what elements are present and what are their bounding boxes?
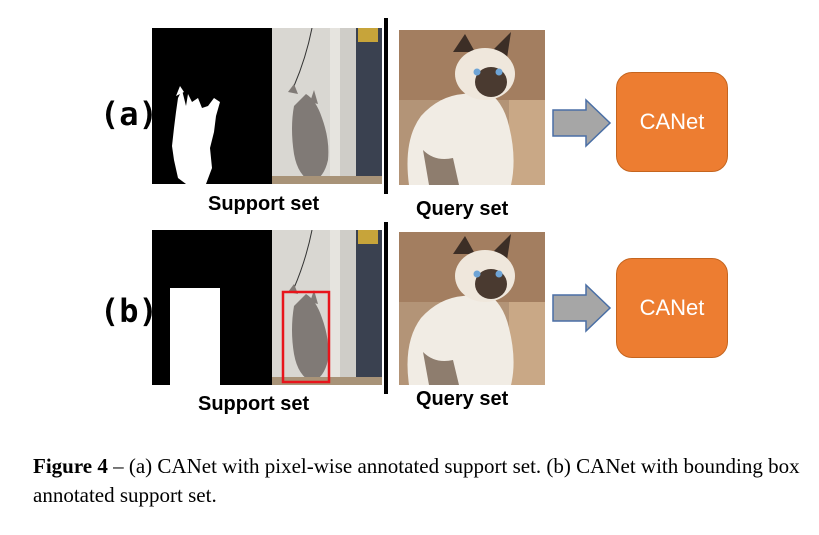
column-divider <box>384 18 388 194</box>
siamese-cat-photo <box>399 232 545 385</box>
query-set-label: Query set <box>416 198 509 220</box>
caption-text: – (a) CANet with pixel-wise annotated su… <box>33 454 800 507</box>
query-set-label: Query set <box>416 388 509 410</box>
climbing-cat-photo <box>272 230 382 385</box>
bbox-mask-region <box>170 288 220 385</box>
arrow-right-icon <box>552 98 612 148</box>
canet-box: CANet <box>616 258 728 358</box>
figure-number: Figure 4 <box>33 454 108 478</box>
row-label-b: (b) <box>100 292 158 330</box>
query-photo <box>399 30 545 185</box>
support-set-label: Support set <box>208 193 320 215</box>
column-divider <box>384 222 388 394</box>
canet-box: CANet <box>616 72 728 172</box>
cat-silhouette-mask <box>172 86 220 184</box>
row-label-a: (a) <box>100 95 158 133</box>
support-photo <box>272 28 382 184</box>
support-set-label: Support set <box>198 393 310 415</box>
arrow-right-icon <box>552 283 612 333</box>
support-mask-image <box>152 230 272 385</box>
siamese-cat-photo <box>399 30 545 185</box>
figure-caption: Figure 4 – (a) CANet with pixel-wise ann… <box>33 452 819 510</box>
climbing-cat-photo <box>272 28 382 184</box>
bounding-box <box>281 290 331 384</box>
query-photo <box>399 232 545 385</box>
support-photo <box>272 230 382 385</box>
support-mask-image <box>152 28 272 184</box>
